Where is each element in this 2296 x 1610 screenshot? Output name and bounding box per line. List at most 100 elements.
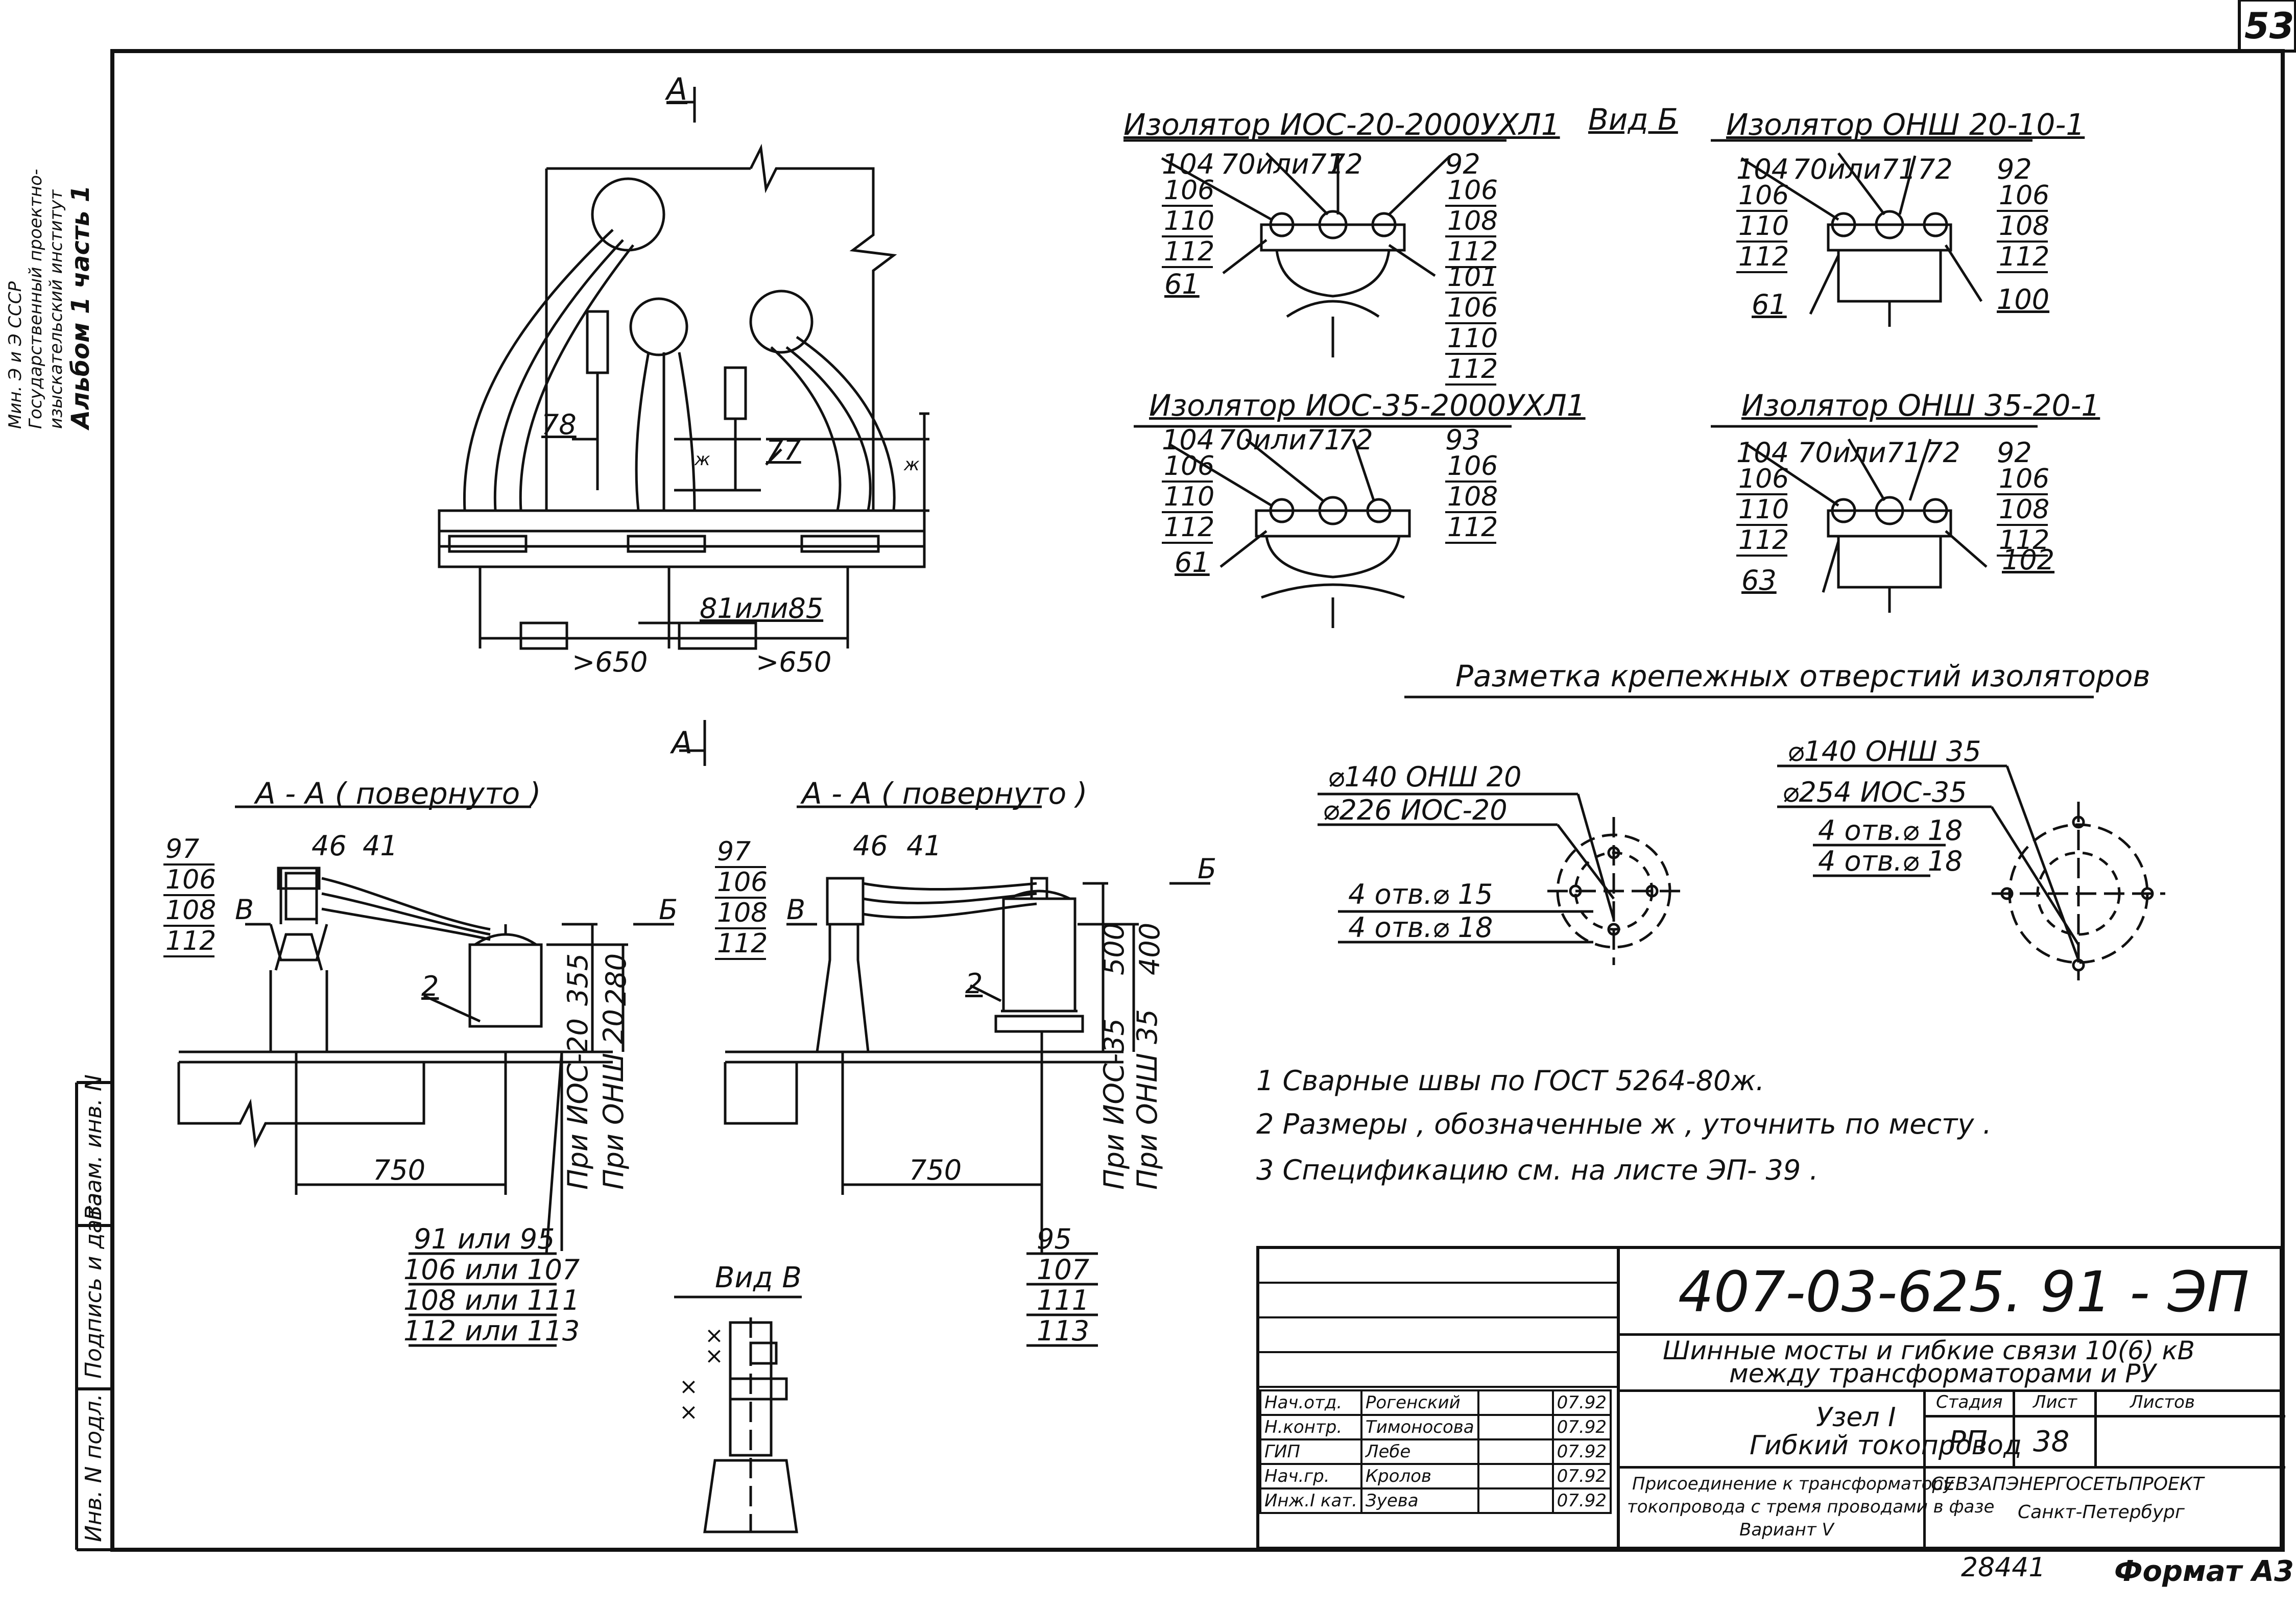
onsh20-top-70: 70или71 — [1792, 153, 1917, 185]
node-divider — [1617, 1466, 1923, 1469]
onsh35-l3: 112 — [1736, 526, 1789, 557]
sig-role: Нач.гр. — [1259, 1463, 1362, 1489]
code-divider — [1617, 1333, 2281, 1336]
title-block-grid-left: Нач.отд. Рогенский 07.92 Н.контр. Тимоно… — [1259, 1249, 1620, 1547]
sl-bs0: 91 или 95 — [414, 1223, 555, 1255]
sig-row-1: Н.контр. Тимоносова 07.92 — [1259, 1414, 1612, 1440]
sig-date: 07.92 — [1551, 1414, 1612, 1440]
ios35-left-stack: 106 110 112 — [1162, 452, 1214, 544]
marking-right-1: ⌀254 ИОС-35 — [1782, 776, 1967, 808]
ios35-l2: 110 — [1162, 483, 1214, 513]
ios20-rb2: 106 — [1445, 294, 1498, 324]
sr-dim-400: 400 — [1134, 922, 1166, 975]
sig-signature — [1477, 1389, 1554, 1416]
sl-41: 41 — [363, 830, 398, 862]
stage-box: Стадия Лист Листов РП 38 СЕВЗАПЭНЕРГОСЕТ… — [1923, 1389, 2285, 1547]
ios20-rb3: 110 — [1445, 324, 1498, 355]
vid-b-title: Вид Б — [1588, 102, 1678, 137]
sl-s1: 106 — [163, 866, 216, 896]
sig-name: Зуева — [1360, 1487, 1479, 1514]
onsh35-top-70: 70или71 — [1798, 437, 1922, 469]
vid-v-x2: × — [705, 1343, 724, 1369]
ios20-61: 61 — [1164, 268, 1200, 300]
section-right-lines — [724, 805, 1210, 1347]
sig-role: ГИП — [1259, 1438, 1362, 1465]
sr-41: 41 — [906, 830, 942, 862]
ios20-title: Изолятор ИОС-20-2000УХЛ1 — [1123, 107, 1560, 142]
onsh20-r3: 112 — [1997, 243, 2049, 273]
onsh35-102: 102 — [2002, 544, 2055, 576]
ios20-rb-stack: 101 106 110 112 — [1445, 263, 1498, 386]
marking-left-1: ⌀226 ИОС-20 — [1323, 794, 1508, 826]
onsh20-title: Изолятор ОНШ 20-10-1 — [1726, 107, 2085, 142]
sig-row-2: ГИП Лебе 07.92 — [1259, 1438, 1612, 1465]
sig-name: Тимоносова — [1360, 1414, 1479, 1440]
section-right-title: А - А ( повернуто ) — [802, 776, 1088, 811]
onsh35-l1: 106 — [1736, 465, 1789, 495]
album-label: Альбом 1 часть 1 — [66, 185, 95, 429]
onsh20-top-104: 104 — [1736, 153, 1789, 185]
onsh35-63: 63 — [1741, 564, 1777, 596]
ios35-r2: 108 — [1445, 483, 1498, 513]
node-desc-3: Вариант V — [1739, 1520, 1834, 1540]
sr-note-ios: При ИОС-35 — [1098, 1018, 1130, 1190]
onsh20-l2: 110 — [1736, 212, 1789, 243]
onsh20-left-stack: 106 110 112 — [1736, 181, 1789, 273]
sr-note-onsh: При ОНШ 35 — [1131, 1009, 1163, 1190]
sig-signature — [1477, 1463, 1554, 1489]
doc-desc-2: между трансформаторами и РУ — [1729, 1359, 2156, 1388]
onsh35-r2: 108 — [1997, 495, 2049, 526]
sig-date: 07.92 — [1551, 1438, 1612, 1465]
sl-dim-750: 750 — [373, 1154, 426, 1186]
onsh35-top-72: 72 — [1925, 437, 1960, 469]
ios20-rb4: 112 — [1445, 355, 1498, 386]
section-right-stack: 97 106 108 112 — [715, 837, 768, 960]
side-stamp-text: Мин. Э и Э СССР Государственный проектно… — [5, 71, 95, 429]
ios20-r1: 106 — [1445, 176, 1498, 207]
sig-date: 07.92 — [1551, 1389, 1612, 1416]
onsh35-l2: 110 — [1736, 495, 1789, 526]
sig-signature — [1477, 1414, 1554, 1440]
inv-number: 28441 — [1961, 1552, 2046, 1583]
node-sub: Гибкий токопровод — [1750, 1430, 2022, 1461]
sig-signature — [1477, 1438, 1554, 1465]
marking-left-2: 4 отв.⌀ 15 — [1348, 878, 1493, 910]
org-city: Санкт-Петербург — [2018, 1502, 2185, 1523]
onsh35-right-stack: 106 108 112 — [1997, 465, 2049, 557]
sig-name: Кролов — [1360, 1463, 1479, 1489]
onsh20-l3: 112 — [1736, 243, 1789, 273]
org-name: СЕВЗАПЭНЕРГОСЕТЬПРОЕКТ — [1931, 1474, 2204, 1495]
sig-signature — [1477, 1487, 1554, 1514]
sig-date: 07.92 — [1551, 1487, 1612, 1514]
doc-desc-1: Шинные мосты и гибкие связи 10(6) кВ — [1663, 1336, 2195, 1365]
title-block: Нач.отд. Рогенский 07.92 Н.контр. Тимоно… — [1256, 1246, 2285, 1550]
marking-left-3: 4 отв.⌀ 18 — [1348, 911, 1493, 944]
sr-bs3: 113 — [1037, 1315, 1090, 1347]
callout-81: 81или85 — [700, 592, 824, 624]
ios35-l1: 106 — [1162, 452, 1214, 483]
sr-bs1: 107 — [1037, 1254, 1090, 1286]
ios35-top-72: 72 — [1338, 424, 1373, 456]
node-desc-1: Присоединение к трансформатору — [1632, 1474, 1954, 1494]
onsh20-top-72: 72 — [1918, 153, 1953, 185]
sr-dim-750: 750 — [909, 1154, 962, 1186]
sl-callout-2: 2 — [421, 970, 439, 1002]
vid-v-x1: × — [705, 1323, 724, 1349]
ios35-r3: 112 — [1445, 513, 1498, 544]
sl-note-onsh: При ОНШ 20 — [597, 1009, 630, 1190]
doc-code: 407-03-625. 91 - ЭП — [1678, 1259, 2250, 1325]
view-v-lines — [674, 1295, 802, 1533]
sheet-header: Лист — [2033, 1392, 2077, 1412]
onsh35-left-stack: 106 110 112 — [1736, 465, 1789, 557]
node-desc-2: токопровода с тремя проводами в фазе — [1627, 1497, 1995, 1517]
sig-role: Инж.I кат. — [1259, 1487, 1362, 1514]
ios20-r2: 108 — [1445, 207, 1498, 237]
sig-date: 07.92 — [1551, 1463, 1612, 1489]
sr-s0: 97 — [715, 837, 766, 868]
marking-right-0: ⌀140 ОНШ 35 — [1787, 735, 1981, 767]
section-left-title: А - А ( повернуто ) — [255, 776, 541, 811]
ios35-l3: 112 — [1162, 513, 1214, 544]
ios20-l3: 112 — [1162, 237, 1214, 268]
sl-s2: 108 — [163, 896, 216, 927]
sig-role: Нач.отд. — [1259, 1389, 1362, 1416]
